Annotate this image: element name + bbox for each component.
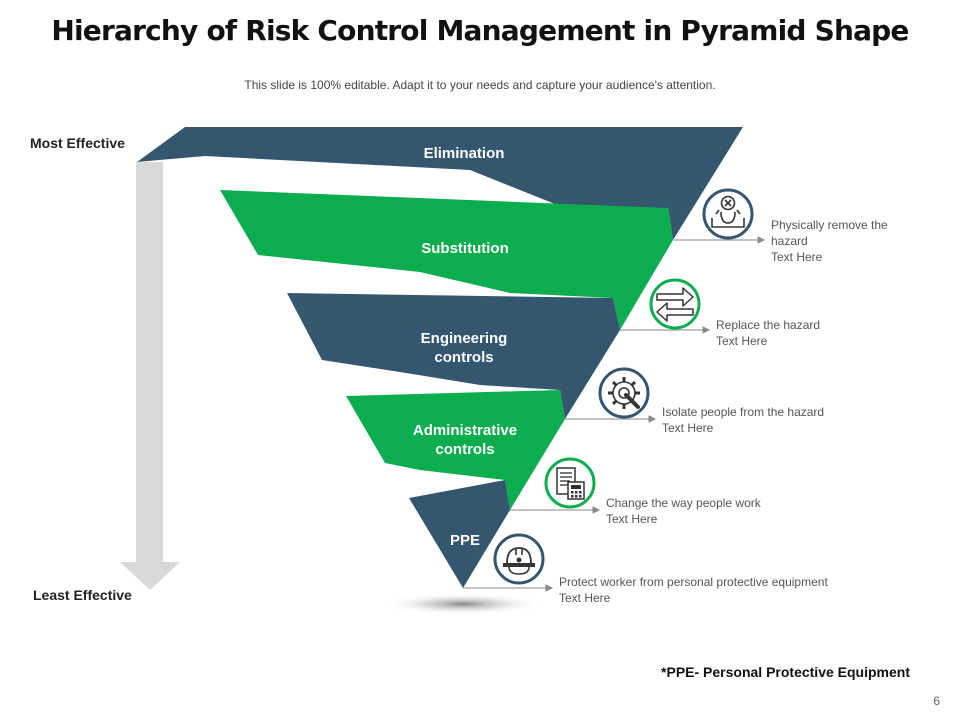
level-label: Administrative <box>413 422 517 439</box>
ppe-band <box>409 480 510 588</box>
level-label: Elimination <box>424 145 505 162</box>
connector-line <box>463 584 554 592</box>
page-title: Hierarchy of Risk Control Management in … <box>51 14 909 47</box>
substitution-band <box>220 190 673 330</box>
level-label: Substitution <box>421 240 508 257</box>
level-label: Engineering <box>421 330 508 347</box>
person-cross-icon <box>702 188 754 240</box>
effectiveness-arrow <box>120 162 180 590</box>
level-label: controls <box>434 349 493 366</box>
level-description: Isolate people from the hazard Text Here <box>662 405 825 435</box>
pyramid-shadow <box>383 593 543 615</box>
page-number: 6 <box>933 694 940 708</box>
connector-line <box>565 415 657 423</box>
connector-line <box>674 236 766 244</box>
level-label: controls <box>435 441 494 458</box>
engineering-controls-band <box>287 293 620 419</box>
connector-line <box>620 326 711 334</box>
level-description: Protect worker from personal protective … <box>559 575 828 605</box>
level-label: PPE <box>450 532 480 549</box>
hard-hat-icon <box>493 533 545 585</box>
administrative-controls-band <box>346 390 565 510</box>
least-effective-label: Least Effective <box>33 587 132 603</box>
level-description: Physically remove the hazard Text Here <box>771 218 888 264</box>
gear-wrench-icon <box>598 367 650 419</box>
document-calculator-icon <box>544 457 596 509</box>
elimination-band <box>137 127 743 240</box>
connector-line <box>510 506 601 514</box>
level-description: Replace the hazard Text Here <box>716 318 821 348</box>
ppe-footnote: *PPE- Personal Protective Equipment <box>661 664 910 680</box>
page-subtitle: This slide is 100% editable. Adapt it to… <box>244 78 716 92</box>
level-description: Change the way people work Text Here <box>606 496 761 526</box>
swap-arrows-icon <box>649 278 701 330</box>
most-effective-label: Most Effective <box>30 135 125 151</box>
